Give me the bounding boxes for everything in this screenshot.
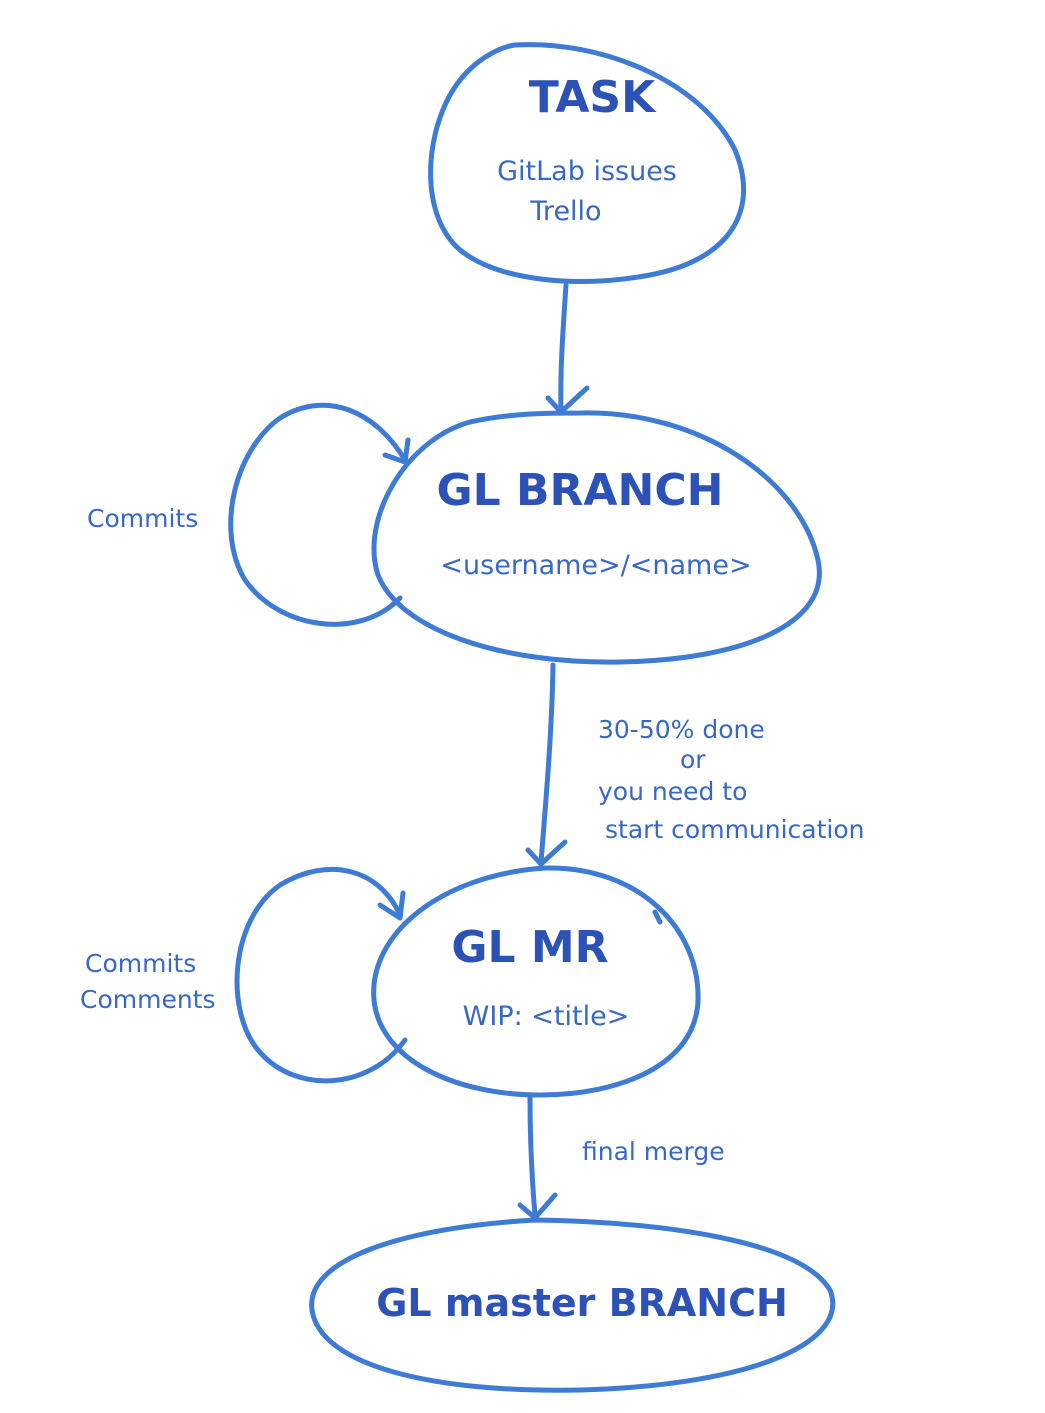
gl-mr-node-outline-tick	[652, 909, 663, 925]
gl-mr-node-outline	[371, 865, 701, 1098]
gl-master-node-title: GL master BRANCH	[376, 1281, 788, 1325]
gl-mr-node-title: GL MR	[451, 922, 608, 973]
branch-to-mr-label-3: you need to	[598, 777, 747, 806]
task-node: TASK GitLab issues Trello	[428, 42, 746, 284]
branch-to-mr-label-1: 30-50% done	[598, 715, 765, 744]
gl-branch-node-outline	[371, 410, 822, 665]
branch-self-loop: Commits	[87, 402, 411, 627]
branch-self-loop-label: Commits	[87, 504, 198, 533]
arrow-branch-to-mr-line	[538, 662, 556, 865]
gl-branch-node-line1: <username>/<name>	[440, 550, 751, 581]
arrow-mr-to-master-line	[527, 1094, 538, 1218]
mr-self-loop-head	[377, 890, 406, 921]
mr-self-loop: Commits Comments	[80, 867, 408, 1084]
gl-mr-node-line1: WIP: <title>	[463, 1001, 630, 1032]
arrow-branch-to-mr-head	[525, 839, 568, 867]
branch-self-loop-line	[228, 402, 408, 627]
arrow-mr-to-master: final merge	[517, 1094, 725, 1221]
arrow-branch-to-mr: 30-50% done or you need to start communi…	[525, 662, 865, 867]
arrow-task-to-branch	[545, 282, 590, 415]
arrow-mr-to-master-head	[517, 1192, 558, 1221]
gl-mr-node: GL MR WIP: <title>	[371, 865, 701, 1098]
gl-branch-node-title: GL BRANCH	[437, 465, 724, 516]
gl-master-node-outline	[309, 1217, 836, 1393]
mr-self-loop-line	[234, 867, 408, 1084]
mr-to-master-label: final merge	[582, 1137, 725, 1166]
gl-master-node: GL master BRANCH	[309, 1217, 836, 1393]
arrow-task-to-branch-head	[545, 385, 590, 415]
branch-to-mr-label-2: or	[680, 745, 706, 774]
task-node-line1: GitLab issues	[497, 156, 677, 187]
mr-self-loop-label-1: Commits	[85, 949, 196, 978]
task-node-title: TASK	[529, 72, 657, 123]
task-node-line2: Trello	[529, 196, 601, 227]
gl-branch-node: GL BRANCH <username>/<name>	[371, 410, 822, 665]
branch-to-mr-label-4: start communication	[605, 815, 865, 844]
arrow-task-to-branch-line	[558, 282, 569, 413]
task-node-outline	[428, 42, 746, 284]
branch-self-loop-head	[382, 437, 411, 465]
mr-self-loop-label-2: Comments	[80, 985, 216, 1014]
